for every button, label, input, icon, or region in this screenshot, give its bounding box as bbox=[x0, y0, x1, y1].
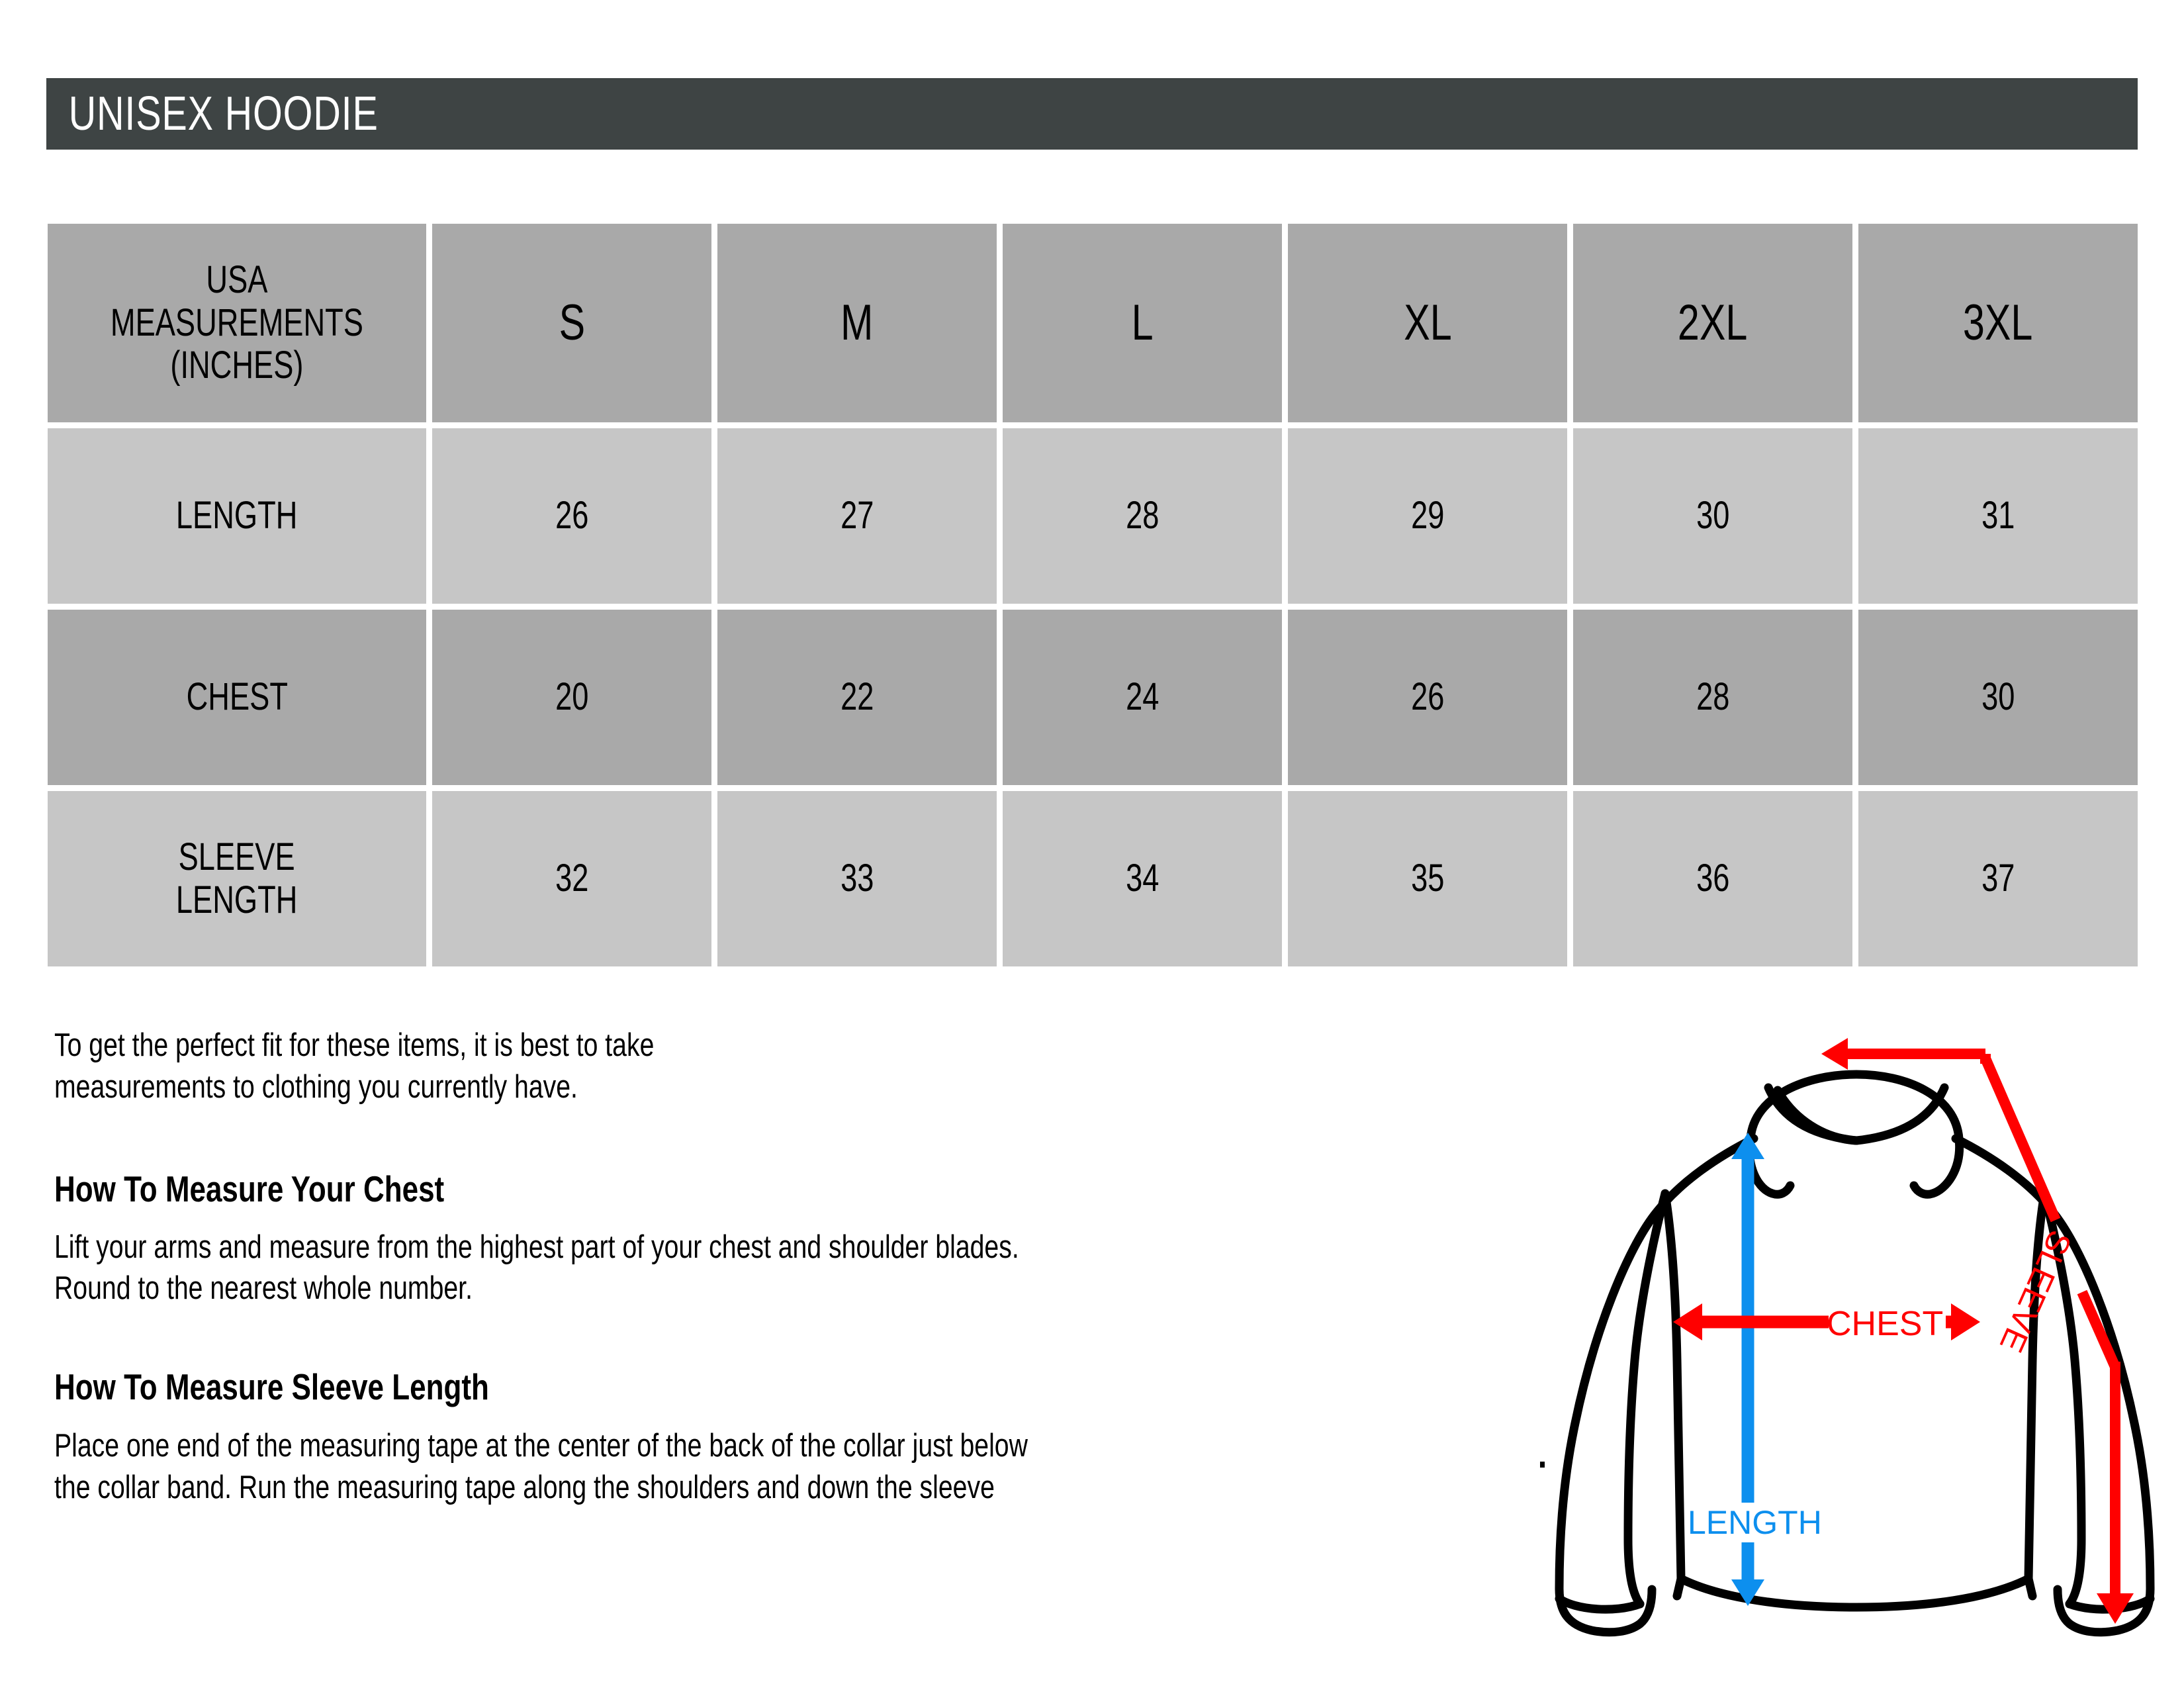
intro-paragraph: To get the perfect fit for these items, … bbox=[54, 1027, 655, 1105]
length-arrow-icon bbox=[1686, 1133, 1812, 1606]
cell-sleeve-m: 33 bbox=[717, 791, 997, 966]
row-label-sleeve-length: SLEEVE LENGTH bbox=[48, 791, 426, 966]
stray-dot-artifact bbox=[1540, 1462, 1545, 1468]
chest-section-heading: How To Measure Your Chest bbox=[54, 1168, 445, 1210]
header-cell-size-m: M bbox=[717, 224, 997, 422]
length-label: LENGTH bbox=[1688, 1504, 1822, 1541]
cell-length-l: 28 bbox=[1003, 428, 1282, 604]
chest-section-paragraph: Lift your arms and measure from the high… bbox=[54, 1229, 1019, 1307]
header-cell-usa-measurements: USA MEASUREMENTS (INCHES) bbox=[48, 224, 426, 422]
table-row-chest: CHEST 20 22 24 26 28 30 bbox=[48, 610, 2138, 785]
cell-chest-xl: 26 bbox=[1288, 610, 1567, 785]
sleeve-arrow-icon bbox=[1821, 1038, 2134, 1624]
chest-label: CHEST bbox=[1827, 1305, 1943, 1343]
cell-length-3xl: 31 bbox=[1858, 428, 2138, 604]
cell-chest-l: 24 bbox=[1003, 610, 1282, 785]
cell-chest-s: 20 bbox=[432, 610, 711, 785]
page-title: UNISEX HOODIE bbox=[68, 87, 379, 140]
cell-length-m: 27 bbox=[717, 428, 997, 604]
hoodie-outline-icon bbox=[1555, 1070, 2155, 1637]
cell-chest-3xl: 30 bbox=[1858, 610, 2138, 785]
header-cell-size-l: L bbox=[1003, 224, 1282, 422]
table-header-row: USA MEASUREMENTS (INCHES) S M L XL 2XL 3… bbox=[48, 224, 2138, 422]
table-row-length: LENGTH 26 27 28 29 30 31 bbox=[48, 428, 2138, 604]
chest-arrow-icon bbox=[1673, 1303, 1980, 1340]
cell-sleeve-l: 34 bbox=[1003, 791, 1282, 966]
size-chart-table: USA MEASUREMENTS (INCHES) S M L XL 2XL 3… bbox=[48, 224, 2138, 966]
cell-sleeve-3xl: 37 bbox=[1858, 791, 2138, 966]
cell-length-s: 26 bbox=[432, 428, 711, 604]
header-cell-size-xl: XL bbox=[1288, 224, 1567, 422]
cell-chest-2xl: 28 bbox=[1573, 610, 1852, 785]
sleeve-section-paragraph: Place one end of the measuring tape at t… bbox=[54, 1428, 1028, 1506]
header-cell-size-2xl: 2XL bbox=[1573, 224, 1852, 422]
hoodie-measurement-diagram: LENGTH CHEST SLEEVE bbox=[1522, 1016, 2184, 1688]
cell-sleeve-2xl: 36 bbox=[1573, 791, 1852, 966]
cell-sleeve-s: 32 bbox=[432, 791, 711, 966]
sleeve-section-heading: How To Measure Sleeve Length bbox=[54, 1366, 489, 1408]
row-label-length: LENGTH bbox=[48, 428, 426, 604]
header-cell-size-3xl: 3XL bbox=[1858, 224, 2138, 422]
row-label-chest: CHEST bbox=[48, 610, 426, 785]
measuring-instructions: To get the perfect fit for these items, … bbox=[54, 1025, 1497, 1509]
table-row-sleeve-length: SLEEVE LENGTH 32 33 34 35 36 37 bbox=[48, 791, 2138, 966]
cell-chest-m: 22 bbox=[717, 610, 997, 785]
page-title-bar: UNISEX HOODIE bbox=[46, 78, 2138, 150]
header-cell-size-s: S bbox=[432, 224, 711, 422]
cell-length-xl: 29 bbox=[1288, 428, 1567, 604]
cell-length-2xl: 30 bbox=[1573, 428, 1852, 604]
cell-sleeve-xl: 35 bbox=[1288, 791, 1567, 966]
